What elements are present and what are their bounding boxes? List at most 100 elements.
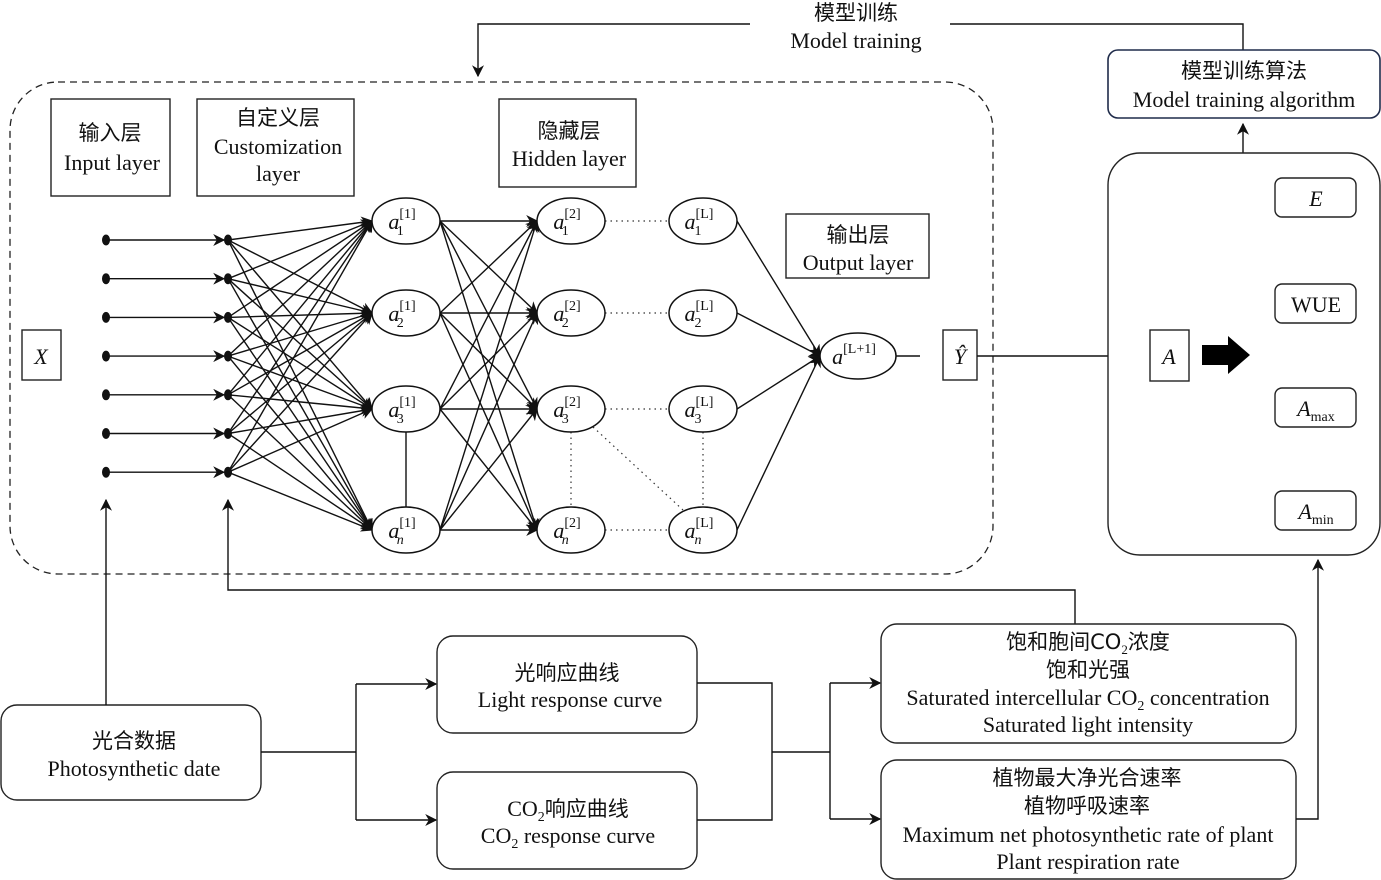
result-output-label: WUE [1291,292,1341,317]
custom-layer-en2: layer [256,161,301,186]
input-node [102,389,110,401]
derive-arrow-icon [1202,336,1250,374]
co2-curve-cn: CO2响应曲线 [507,796,629,825]
neuron-label: a[2]n [553,516,580,548]
saturation-en1: Saturated intercellular CO2 concentratio… [906,685,1269,714]
custom-to-hidden1-edge [227,278,374,317]
neuron-label: a[1]1 [388,207,415,239]
custom-to-hidden1-edge [227,407,374,473]
rates-cn1: 植物最大净光合速率 [993,766,1182,790]
custom-to-hidden1-edge [227,220,373,434]
neuron-layerL-3[interactable]: a[L]3 [668,385,738,433]
neuron-layer1-4[interactable]: a[1]n [371,506,441,554]
neuron-layer2-2[interactable]: a[2]2 [536,289,606,337]
custom-to-hidden1-edge [227,220,373,357]
neuron-label: a[2]1 [553,207,580,239]
neuron-label: a[1]3 [388,395,415,427]
curves-merge-bracket [697,682,773,821]
custom-to-hidden1-edge [227,239,373,532]
neuron-label: a[L]3 [685,395,714,427]
network-edges [106,215,822,536]
input-node [102,428,110,439]
custom-to-hidden1-edge [227,219,374,280]
custom-layer-cn: 自定义层 [236,106,320,130]
saturation-cn2: 饱和光强 [1046,658,1130,682]
result-output-a-max[interactable]: Amax [1274,387,1357,428]
result-output-wue[interactable]: WUE [1274,283,1357,324]
custom-node [224,350,232,362]
output-layer-label: 输出层 Output layer [785,213,930,279]
target-a-box[interactable]: A [1149,329,1190,382]
saturation-cn1: 饱和胞间CO2浓度 [1006,630,1170,657]
custom-node [224,466,232,478]
result-output-e[interactable]: E [1274,177,1357,218]
output-yhat-box[interactable]: Ŷ [942,329,978,381]
custom-to-hidden1-edge [227,219,373,473]
hidden-layer-en: Hidden layer [512,146,627,171]
custom-node [224,389,232,401]
result-output-a-min[interactable]: Amin [1274,490,1357,531]
custom-to-hidden1-edge [227,394,373,531]
hiddenL-to-output-edge [736,355,822,410]
light-curve-en: Light response curve [478,687,663,712]
custom-to-hidden1-edge [227,432,373,531]
hiddenL-to-output-edge [736,312,822,357]
hiddenL-to-output-edge [736,220,821,358]
custom-to-hidden1-edge [227,471,374,532]
neuron-layerL-2[interactable]: a[L]2 [668,289,738,337]
custom-node [224,234,232,246]
neuron-layerL-4[interactable]: a[L]n [668,506,738,554]
input-layer-label: 输入层 Input layer [50,98,171,197]
neuron-layer2-1[interactable]: a[2]1 [536,197,606,245]
neuron-label: a[L+1] [832,342,876,369]
neuron-layerL-1[interactable]: a[L]1 [668,197,738,245]
saturation-to-custom-arrow [222,498,1076,624]
co2-response-curve-box[interactable]: CO2响应曲线 CO2 response curve [436,771,698,870]
algorithm-label-en: Model training algorithm [1133,87,1355,112]
neuron-layer2-3[interactable]: a[2]3 [536,385,606,433]
custom-layer-en1: Customization [214,134,342,159]
output-yhat-symbol: Ŷ [954,344,969,369]
rates-params-box[interactable]: 植物最大净光合速率 植物呼吸速率 Maximum net photosynthe… [880,759,1297,880]
custom-to-hidden1-edge [227,355,373,531]
neuron-layer1-2[interactable]: a[1]2 [371,289,441,337]
photosynthetic-data-cn: 光合数据 [92,729,176,753]
input-node [102,311,110,323]
custom-to-hidden1-edge [227,307,374,320]
feedback-line-right [950,23,1244,50]
rates-to-panel-arrow [1296,558,1324,820]
custom-to-hidden1-edge [227,278,373,532]
hidden2-to-hiddenL-diagonal-dotted [592,426,684,511]
custom-node [224,311,232,323]
rates-en1: Maximum net photosynthetic rate of plant [903,822,1274,847]
neuron-layer1-3[interactable]: a[1]3 [371,385,441,433]
custom-to-hidden1-edge [227,278,373,410]
input-node [102,234,110,246]
custom-node [224,273,232,285]
custom-to-hidden1-edge [227,404,374,435]
hidden1-to-hidden2-edge [439,311,539,531]
photosynthetic-data-box[interactable]: 光合数据 Photosynthetic date [0,704,262,801]
neuron-output[interactable]: a[L+1] [819,332,897,380]
neuron-label: a[L]2 [685,299,714,331]
custom-to-hidden1-edge [227,216,374,241]
custom-to-hidden1-edge [227,220,373,396]
rates-en2: Plant respiration rate [996,849,1179,874]
saturation-params-box[interactable]: 饱和胞间CO2浓度 饱和光强 Saturated intercellular C… [880,623,1297,744]
input-node [102,466,110,478]
custom-to-hidden1-edge [227,239,373,410]
light-response-curve-box[interactable]: 光响应曲线 Light response curve [436,635,698,734]
neuron-label: a[2]3 [553,395,580,427]
model-training-algorithm-box[interactable]: 模型训练算法 Model training algorithm [1107,49,1381,119]
rates-cn2: 植物呼吸速率 [1024,794,1150,818]
custom-to-hidden1-edge [227,312,373,473]
neuron-label: a[1]n [388,516,415,548]
custom-node [224,428,232,439]
hiddenL-to-output-edge [736,354,821,531]
neuron-layer2-4[interactable]: a[2]n [536,506,606,554]
model-training-label-cn: 模型训练 [814,1,898,25]
hidden-layer-cn: 隐藏层 [538,119,601,143]
input-x-box[interactable]: X [21,329,62,381]
neuron-layer1-1[interactable]: a[1]1 [371,197,441,245]
